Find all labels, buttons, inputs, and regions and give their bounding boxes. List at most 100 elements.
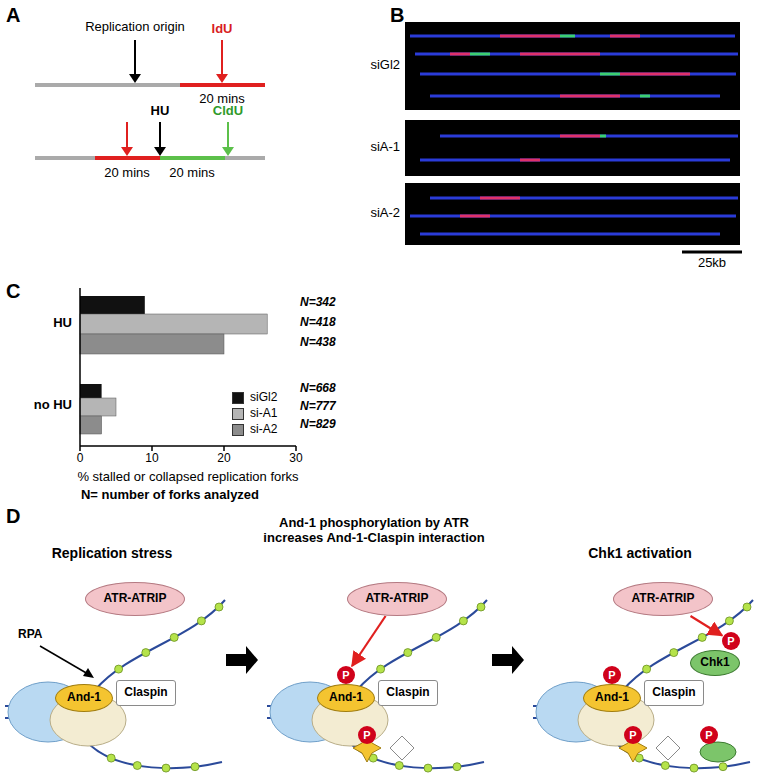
callout: HU bbox=[151, 104, 170, 119]
protein-box: Claspin bbox=[116, 680, 176, 706]
fiber-image bbox=[620, 73, 690, 76]
time-label: 20 mins bbox=[169, 166, 215, 181]
fiber-image bbox=[405, 120, 740, 176]
bar-chart bbox=[80, 296, 145, 314]
fiber-image bbox=[470, 53, 490, 56]
tick-label: 0 bbox=[77, 452, 84, 466]
model-illustration bbox=[226, 646, 258, 674]
node-text: Claspin bbox=[124, 686, 167, 699]
panel-letter: A bbox=[6, 4, 20, 27]
legend-label: siGl2 bbox=[250, 390, 277, 404]
node-text: Claspin bbox=[652, 686, 695, 699]
fiber-image bbox=[405, 183, 740, 245]
count-label: N=777 bbox=[300, 400, 336, 414]
node-text: P bbox=[342, 669, 349, 681]
fiber-image bbox=[610, 35, 640, 38]
fiber-image bbox=[560, 95, 620, 98]
fiber-schematic bbox=[227, 122, 229, 148]
fiber-image bbox=[410, 35, 735, 38]
legend-label: si-A2 bbox=[250, 422, 277, 436]
fiber-image bbox=[640, 95, 650, 98]
legend-swatch bbox=[232, 392, 244, 404]
fiber-image bbox=[405, 22, 740, 110]
tick-label: 30 bbox=[289, 452, 302, 466]
row-label: siA-2 bbox=[370, 206, 400, 221]
model-illustration bbox=[267, 600, 487, 772]
fiber-schematic bbox=[134, 40, 136, 75]
fiber-image bbox=[405, 22, 742, 252]
fiber-image bbox=[520, 159, 540, 162]
fiber-schematic bbox=[159, 122, 161, 148]
node-text: ATR-ATRIP bbox=[632, 592, 695, 605]
count-label: N=418 bbox=[300, 316, 336, 330]
fiber-schematic bbox=[121, 147, 133, 156]
step-heading: And-1 phosphorylation by ATR increases A… bbox=[249, 516, 499, 546]
phospho-dot: P bbox=[700, 726, 718, 744]
phospho-dot: P bbox=[603, 666, 621, 684]
chart-note: N= number of forks analyzed bbox=[81, 488, 259, 503]
fiber-schematic bbox=[35, 156, 265, 160]
node-text: P bbox=[705, 729, 712, 741]
node-text: P bbox=[727, 635, 734, 647]
step-heading: Replication stress bbox=[52, 545, 173, 561]
protein-ellipse: And-1 bbox=[583, 684, 641, 712]
kinase-ellipse: ATR-ATRIP bbox=[85, 582, 185, 616]
phospho-dot: P bbox=[337, 666, 355, 684]
node-text: And-1 bbox=[595, 691, 629, 704]
fiber-image bbox=[420, 233, 720, 236]
bar-chart bbox=[80, 334, 224, 354]
phospho-dot: P bbox=[358, 726, 376, 744]
bar-chart bbox=[80, 314, 267, 334]
fiber-schematic bbox=[216, 74, 228, 83]
fiber-image bbox=[600, 73, 620, 76]
fiber-image bbox=[410, 215, 736, 218]
model-illustration bbox=[492, 646, 524, 674]
node-text: P bbox=[629, 729, 636, 741]
count-label: N=668 bbox=[300, 382, 336, 396]
callout: IdU bbox=[212, 22, 233, 37]
bar-chart bbox=[295, 446, 297, 451]
bar-chart bbox=[223, 446, 225, 451]
protein-ellipse: And-1 bbox=[55, 684, 113, 712]
fiber-schematic bbox=[160, 156, 225, 160]
model-illustration bbox=[5, 600, 753, 772]
bar-chart bbox=[80, 445, 296, 447]
bar-chart bbox=[80, 384, 102, 398]
panel-letter: B bbox=[390, 4, 404, 27]
fiber-schematic bbox=[154, 147, 166, 156]
model-illustration bbox=[83, 668, 94, 678]
node-text: ATR-ATRIP bbox=[366, 592, 429, 605]
time-label: 20 mins bbox=[104, 166, 150, 181]
fiber-image bbox=[600, 135, 606, 138]
tick-label: 10 bbox=[145, 452, 158, 466]
node-text: ATR-ATRIP bbox=[104, 592, 167, 605]
kinase-ellipse: ATR-ATRIP bbox=[347, 582, 447, 616]
legend-label: si-A1 bbox=[250, 406, 277, 420]
fiber-schematic bbox=[180, 83, 265, 87]
fiber-image bbox=[560, 135, 600, 138]
count-label: N=829 bbox=[300, 418, 336, 432]
group-label: no HU bbox=[34, 398, 72, 413]
activation-arrow bbox=[691, 616, 722, 635]
kinase-ellipse: Chk1 bbox=[690, 650, 740, 676]
step-heading: Chk1 activation bbox=[588, 545, 691, 561]
fiber-schematic bbox=[35, 83, 265, 87]
fiber-image bbox=[440, 135, 738, 138]
protein-box: Claspin bbox=[378, 680, 438, 706]
fiber-image bbox=[430, 197, 738, 200]
bar-chart bbox=[79, 288, 81, 446]
row-label: siGl2 bbox=[370, 58, 400, 73]
model-illustration bbox=[5, 600, 225, 772]
fiber-schematic bbox=[95, 156, 160, 160]
kinase-ellipse: ATR-ATRIP bbox=[613, 582, 713, 616]
fiber-schematic bbox=[129, 74, 141, 83]
node-text: Claspin bbox=[386, 686, 429, 699]
count-label: N=438 bbox=[300, 336, 336, 350]
node-text: And-1 bbox=[67, 691, 101, 704]
tick-label: 20 bbox=[217, 452, 230, 466]
protein-box: Claspin bbox=[644, 680, 704, 706]
bar-chart bbox=[80, 398, 116, 416]
fiber-image bbox=[560, 35, 575, 38]
bar-chart bbox=[80, 416, 102, 434]
